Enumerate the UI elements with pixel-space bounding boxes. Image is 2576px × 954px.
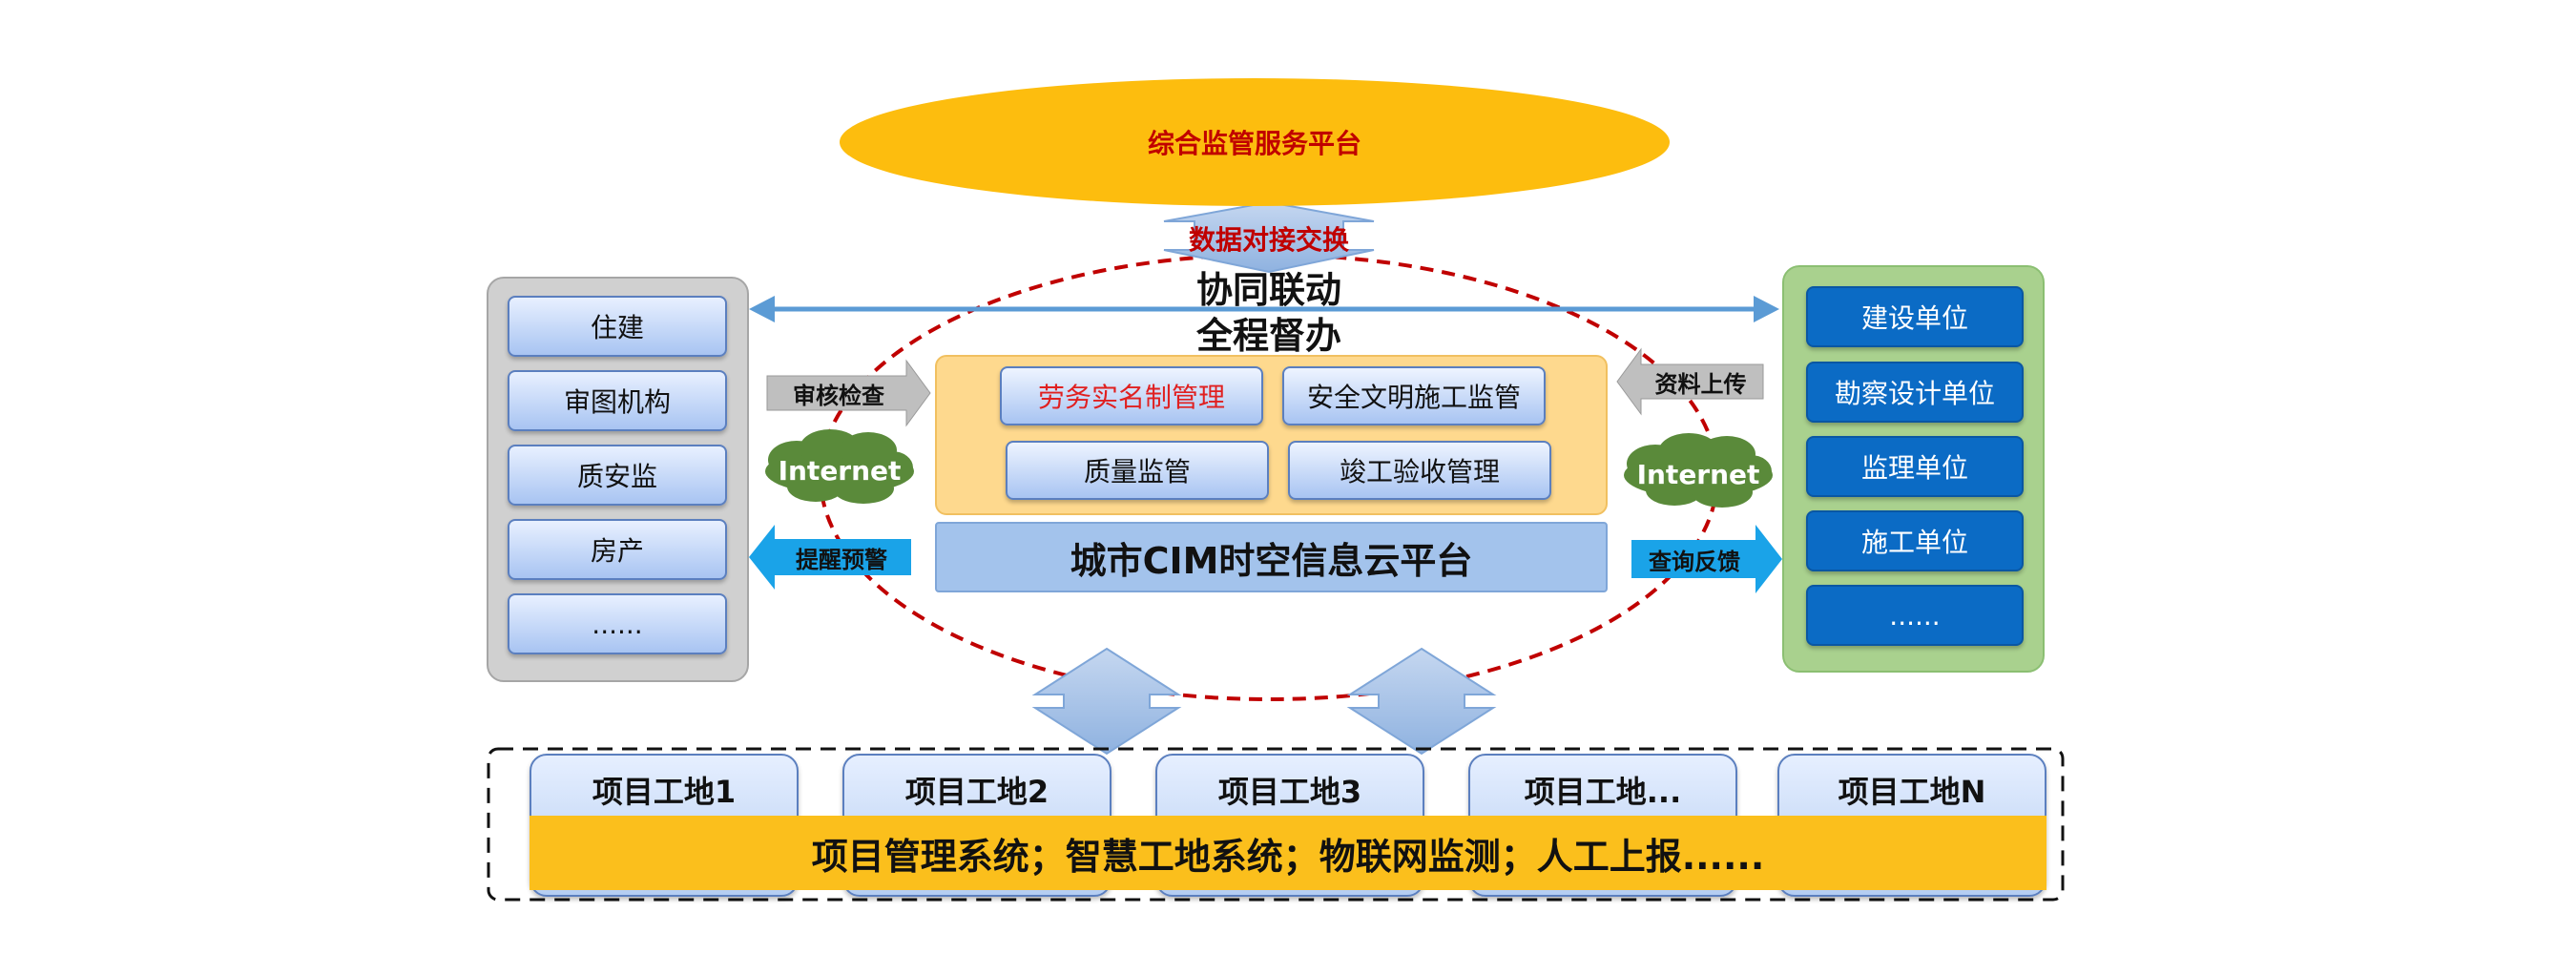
site-label-1: 项目工地1 bbox=[592, 774, 737, 810]
agency-item-more: ...... bbox=[508, 593, 727, 654]
agency-item-housing: 住建 bbox=[508, 296, 727, 357]
alert-arrow-icon bbox=[749, 525, 911, 590]
slogan-line-2: 全程督办 bbox=[1195, 315, 1341, 357]
agency-item-real-estate: 房产 bbox=[508, 519, 727, 580]
agency-item-label: ...... bbox=[592, 608, 643, 640]
internet-label-left: Internet bbox=[778, 454, 902, 487]
link-arrowhead-right-icon bbox=[1754, 296, 1779, 322]
internet-cloud-right-icon bbox=[1624, 433, 1773, 508]
agency-item-drawing-review: 审图机构 bbox=[508, 370, 727, 431]
supervision-platform-label: 综合监管服务平台 bbox=[1147, 128, 1361, 159]
unit-item-label: 勘察设计单位 bbox=[1834, 378, 1995, 409]
sites-frame bbox=[487, 747, 2065, 902]
feedback-arrow-icon bbox=[1631, 525, 1782, 593]
site-label-n: 项目工地N bbox=[1838, 774, 1986, 810]
exchange-arrow-icon bbox=[1163, 200, 1375, 274]
internet-cloud-left-icon bbox=[765, 429, 914, 504]
unit-item-supervisor: 监理单位 bbox=[1806, 436, 2024, 497]
unit-item-survey-design: 勘察设计单位 bbox=[1806, 362, 2024, 423]
module-label: 质量监管 bbox=[1083, 456, 1191, 487]
module-label: 安全文明施工监管 bbox=[1306, 382, 1521, 413]
agency-item-quality-safety: 质安监 bbox=[508, 445, 727, 506]
cim-cloud-platform: 城市CIM时空信息云平台 bbox=[935, 522, 1608, 592]
agency-item-label: 审图机构 bbox=[563, 386, 671, 418]
link-arrowhead-left-icon bbox=[749, 296, 775, 322]
systems-band-label: 项目管理系统；智慧工地系统；物联网监测；人工上报...... bbox=[811, 835, 1765, 878]
unit-item-label: 监理单位 bbox=[1860, 452, 1968, 484]
site-label-more: 项目工地... bbox=[1524, 774, 1682, 810]
review-label: 审核检查 bbox=[793, 382, 884, 409]
supervision-platform: 综合监管服务平台 bbox=[840, 78, 1670, 206]
unit-item-label: ...... bbox=[1889, 599, 1941, 632]
alert-label: 提醒预警 bbox=[796, 546, 887, 573]
upload-label: 资料上传 bbox=[1654, 370, 1747, 398]
agency-item-label: 房产 bbox=[590, 535, 644, 567]
site-label-2: 项目工地2 bbox=[904, 774, 1049, 810]
internet-label-right: Internet bbox=[1636, 458, 1760, 490]
agency-item-label: 质安监 bbox=[576, 461, 657, 492]
data-exchange-label: 数据对接交换 bbox=[1188, 224, 1349, 256]
review-arrow-icon bbox=[766, 359, 931, 427]
unit-item-label: 建设单位 bbox=[1860, 302, 1968, 334]
systems-band bbox=[530, 816, 2046, 890]
module-labor-realname: 劳务实名制管理 bbox=[1000, 366, 1263, 425]
cim-cloud-platform-label: 城市CIM时空信息云平台 bbox=[1070, 539, 1473, 582]
site-link-arrow-left-icon bbox=[1031, 647, 1182, 756]
slogan-line-1: 协同联动 bbox=[1195, 269, 1341, 311]
site-link-arrow-right-icon bbox=[1346, 647, 1497, 756]
module-label: 劳务实名制管理 bbox=[1037, 382, 1225, 413]
upload-arrow-icon bbox=[1616, 347, 1764, 416]
unit-item-developer: 建设单位 bbox=[1806, 286, 2024, 347]
slogan: 协同联动 全程督办 bbox=[1116, 267, 1422, 359]
module-quality: 质量监管 bbox=[1006, 441, 1269, 500]
unit-item-more: ...... bbox=[1806, 585, 2024, 646]
unit-item-label: 施工单位 bbox=[1860, 527, 1968, 558]
site-label-3: 项目工地3 bbox=[1217, 774, 1362, 810]
module-acceptance: 竣工验收管理 bbox=[1288, 441, 1551, 500]
agency-item-label: 住建 bbox=[590, 312, 644, 343]
module-safety-civilized: 安全文明施工监管 bbox=[1282, 366, 1546, 425]
unit-item-contractor: 施工单位 bbox=[1806, 510, 2024, 571]
module-label: 竣工验收管理 bbox=[1339, 456, 1500, 487]
feedback-label: 查询反馈 bbox=[1649, 548, 1740, 575]
